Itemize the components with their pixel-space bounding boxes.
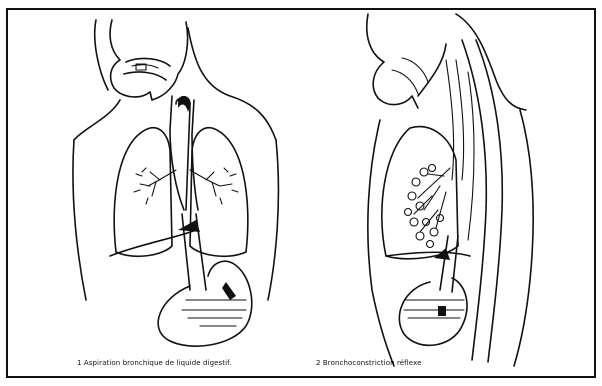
- left-lung: [114, 128, 172, 257]
- caption-bronchoconstriction: 2 Bronchoconstriction réflexe: [316, 359, 422, 367]
- alveoli-cluster: [405, 165, 444, 248]
- caption-aspiration: 1 Aspiration bronchique de liquide diges…: [77, 359, 232, 367]
- panel-bronchoconstriction: [367, 14, 533, 366]
- head-outline: [110, 20, 188, 100]
- stomach-lateral: [399, 278, 467, 345]
- stomach: [158, 261, 252, 346]
- lung-lateral: [382, 127, 458, 259]
- panel-aspiration: [73, 20, 279, 346]
